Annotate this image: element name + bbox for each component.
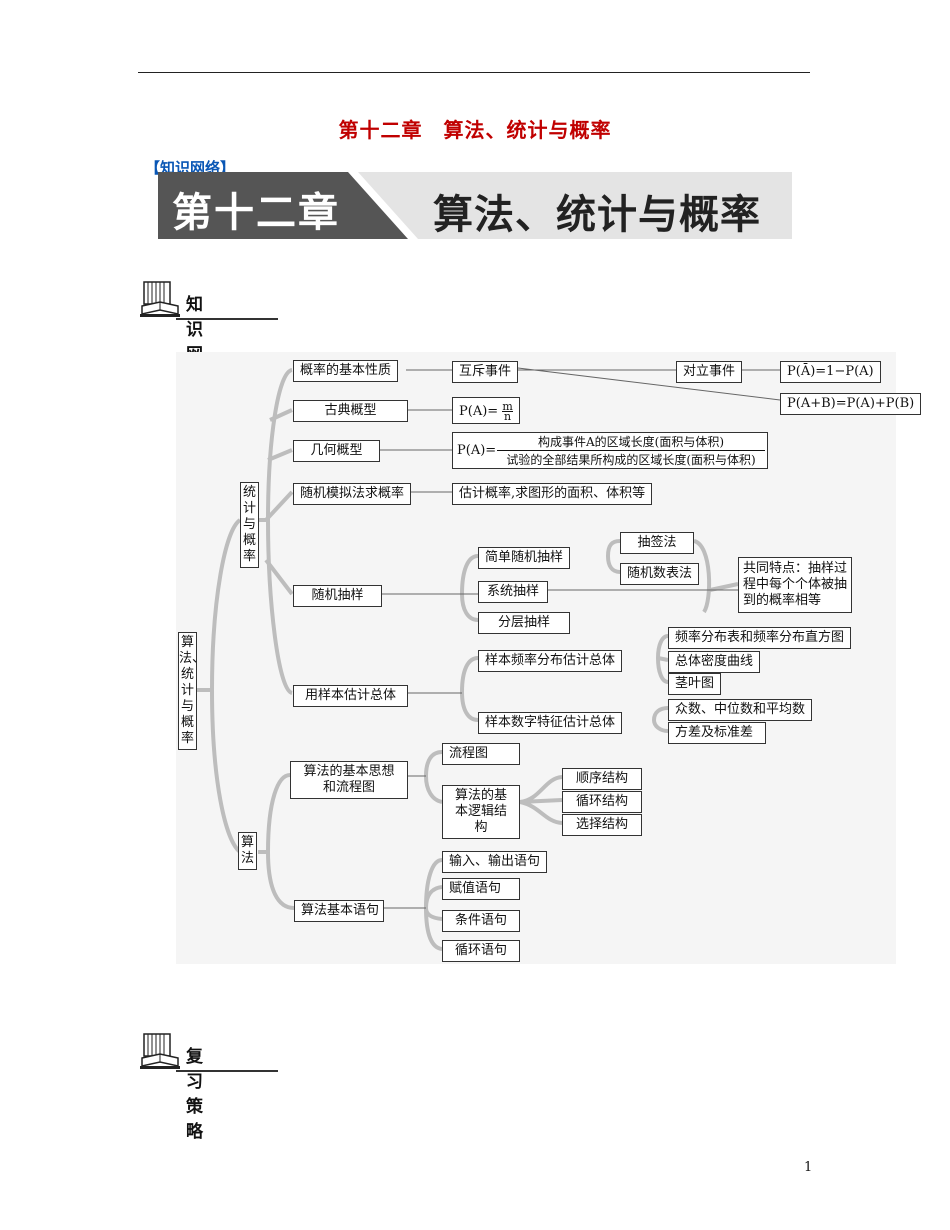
node-numeric-feature: 样本数字特征估计总体 <box>478 712 623 734</box>
geometric-denominator: 试验的全部结果所构成的区域长度(面积与体积) <box>506 453 756 467</box>
node-geometric: 几何概型 <box>293 440 380 462</box>
banner-right-text: 算法、统计与概率 <box>433 192 761 238</box>
node-stem-leaf: 茎叶图 <box>668 673 722 695</box>
root-node: 算法、统计与概率 <box>178 632 205 750</box>
geometric-numerator: 构成事件A的区域长度(面积与体积) <box>497 434 765 451</box>
heading-underline <box>176 1070 278 1072</box>
node-assignment-statement: 赋值语句 <box>442 878 520 900</box>
branch-statistics-label: 统计与概率 <box>242 485 256 564</box>
page-number: 1 <box>804 1160 813 1175</box>
node-stratified: 分层抽样 <box>478 612 570 634</box>
node-union-formula: P(A+B)=P(A)+P(B) <box>780 393 922 415</box>
chapter-banner: 第十二章 算法、统计与概率 <box>158 172 792 239</box>
root-node-label: 算法、统计与概率 <box>179 635 206 746</box>
node-classical-formula: P(A)= m n <box>452 397 520 424</box>
books-icon <box>140 1033 180 1069</box>
node-density-curve: 总体密度曲线 <box>668 651 761 673</box>
node-lottery: 抽签法 <box>620 532 694 554</box>
books-icon <box>140 281 180 317</box>
heading-underline <box>176 318 278 320</box>
node-algo-statements: 算法基本语句 <box>294 900 384 922</box>
classical-denominator: n <box>503 410 512 423</box>
node-algo-idea: 算法的基本思想和流程图 <box>290 761 408 799</box>
node-estimate-population: 用样本估计总体 <box>293 685 408 707</box>
node-random-simulation: 随机模拟法求概率 <box>293 483 412 505</box>
node-geometric-formula: P(A)= 构成事件A的区域长度(面积与体积) 试验的全部结果所构成的区域长度(… <box>452 432 768 469</box>
branch-algorithm: 算法 <box>238 832 257 870</box>
geometric-formula-prefix: P(A)= <box>457 443 497 458</box>
node-prob-basic: 概率的基本性质 <box>293 360 399 382</box>
node-simple-random: 简单随机抽样 <box>478 547 571 569</box>
node-complement-formula: P(Ā)=1−P(A) <box>780 361 881 383</box>
node-variance-sd: 方差及标准差 <box>668 722 766 744</box>
branch-statistics-probability: 统计与概率 <box>240 482 259 568</box>
node-mutually-exclusive: 互斥事件 <box>452 361 519 383</box>
node-complementary: 对立事件 <box>676 361 743 383</box>
node-loop-statement: 循环语句 <box>442 940 520 962</box>
node-frequency-table: 频率分布表和频率分布直方图 <box>668 627 852 649</box>
header-rule <box>138 72 810 73</box>
node-random-table: 随机数表法 <box>620 563 700 585</box>
node-conditional-statement: 条件语句 <box>442 910 520 932</box>
review-strategy-label: 复习策略 <box>186 1047 204 1142</box>
node-io-statement: 输入、输出语句 <box>442 851 548 873</box>
node-loop: 循环结构 <box>562 791 642 813</box>
chapter-title: 第十二章 算法、统计与概率 <box>338 118 612 142</box>
banner-right-block <box>358 172 792 239</box>
node-selection: 选择结构 <box>562 814 642 836</box>
node-systematic: 系统抽样 <box>478 581 548 603</box>
node-common-feature: 共同特点：抽样过程中每个个体被抽到的概率相等 <box>738 557 852 613</box>
node-algo-logic: 算法的基本逻辑结构 <box>442 785 520 839</box>
node-flowchart: 流程图 <box>442 743 520 765</box>
node-mode-median-mean: 众数、中位数和平均数 <box>668 699 813 721</box>
node-classical: 古典概型 <box>293 400 408 422</box>
node-random-simulation-use: 估计概率,求图形的面积、体积等 <box>452 483 653 505</box>
classical-formula-prefix: P(A)= <box>459 404 499 419</box>
classical-numerator: m <box>502 400 513 413</box>
node-random-sampling: 随机抽样 <box>293 585 382 607</box>
branch-algorithm-label: 算法 <box>240 835 254 866</box>
classical-fraction: m n <box>502 400 513 423</box>
node-frequency-distribution: 样本频率分布估计总体 <box>478 650 623 672</box>
banner-left-text: 第十二章 <box>172 190 340 236</box>
node-sequence: 顺序结构 <box>562 768 642 790</box>
